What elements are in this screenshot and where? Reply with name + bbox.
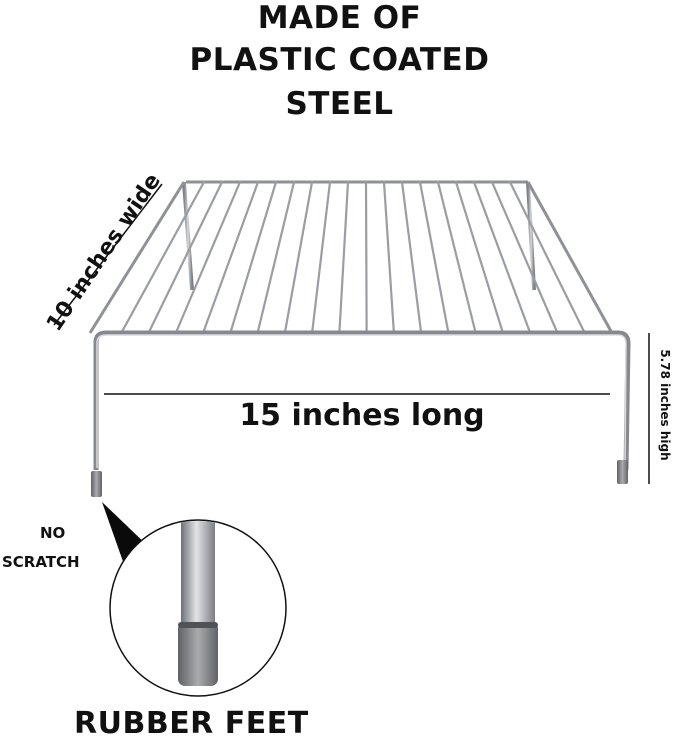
- back-right-leg: [526, 181, 536, 291]
- wire-rod: [400, 180, 423, 335]
- right-side-rail: [526, 181, 614, 334]
- callout-no: NO: [40, 524, 66, 542]
- title-line-3: STEEL: [285, 86, 394, 122]
- front-frame-bar: [93, 330, 631, 471]
- wire-rod: [382, 180, 395, 335]
- length-label: 15 inches long: [239, 398, 485, 433]
- title-line-2: PLASTIC COATED: [189, 42, 490, 78]
- wire-rod: [147, 180, 224, 335]
- wire-rod: [174, 180, 242, 335]
- rubber-feet-caption: RUBBER FEET: [74, 706, 309, 741]
- wire-rod: [508, 180, 586, 335]
- height-label: 5.78 inches high: [658, 349, 672, 461]
- wire-rod: [201, 180, 260, 335]
- wire-rod: [229, 180, 278, 335]
- zoom-leg: [181, 521, 215, 630]
- front-left-foot: [91, 471, 102, 497]
- front-frame-highlight: [96, 334, 627, 469]
- wire-rod: [436, 180, 477, 335]
- wire-rod: [490, 180, 559, 335]
- left-side-rail: [88, 181, 186, 334]
- back-left-leg: [182, 181, 194, 291]
- wire-rod: [283, 180, 314, 335]
- wire-grid: [120, 180, 586, 335]
- wire-rod: [120, 180, 206, 335]
- zoom-rubber-foot: [178, 622, 218, 686]
- front-right-foot: [617, 460, 628, 484]
- callout-scratch: SCRATCH: [2, 553, 80, 571]
- wire-rod: [256, 180, 296, 335]
- zoom-foot-rim: [178, 622, 218, 628]
- title-line-1: MADE OF: [257, 0, 422, 36]
- wire-rod: [472, 180, 532, 335]
- wire-rod: [311, 180, 332, 335]
- wire-rod: [454, 180, 505, 335]
- wire-rod: [338, 180, 350, 335]
- width-dimension-line: [53, 183, 163, 326]
- wire-rod: [418, 180, 450, 335]
- wire-rod: [364, 180, 368, 335]
